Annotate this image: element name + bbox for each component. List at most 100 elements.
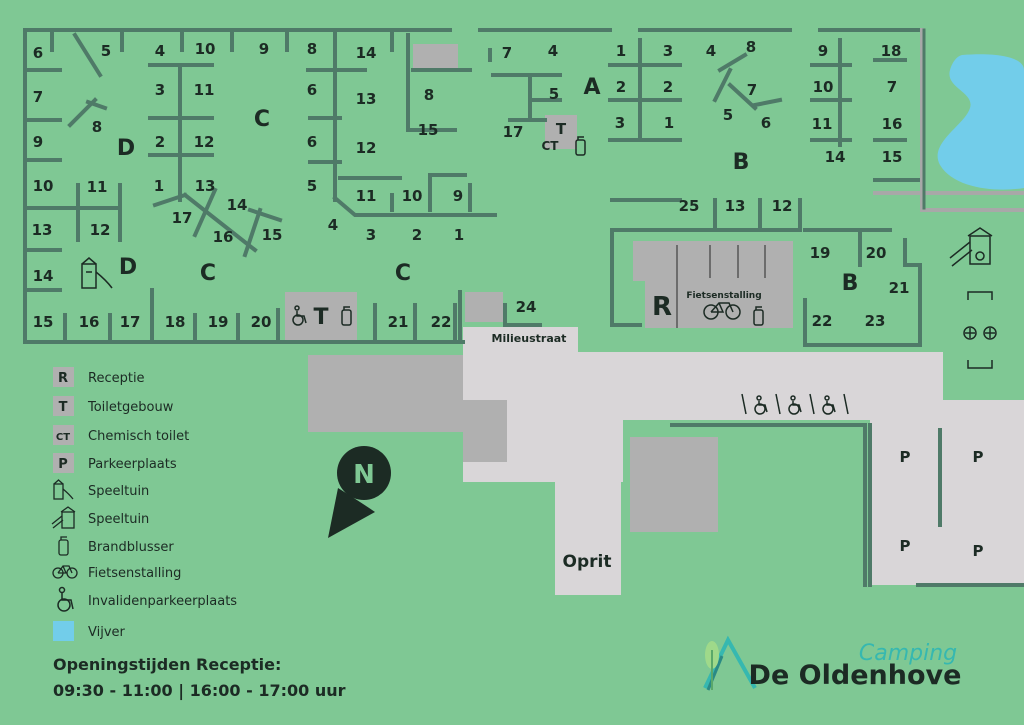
legend-label: Chemisch toilet: [88, 429, 189, 444]
legend: R Receptie T Toiletgebouw CT Chemisch to…: [51, 367, 237, 641]
legend-item-fietsenstalling: Fietsenstalling: [52, 565, 181, 581]
toilet-building-north: [545, 115, 577, 149]
plot-number: 6: [307, 133, 317, 151]
parking-badge: [53, 453, 74, 473]
plot-number: 9: [33, 133, 43, 151]
legend-item-receptie: R Receptie: [53, 367, 145, 387]
brand-camping-text: Camping: [859, 641, 957, 666]
bicycle-icon: [703, 302, 741, 320]
brand-name-text: De Oldenhove: [749, 660, 962, 691]
plot-number: 4: [548, 42, 558, 60]
parking-lot: [870, 420, 1024, 585]
building-24: [465, 292, 503, 322]
pond-shape: [937, 54, 1024, 190]
plot-number: 2: [155, 133, 165, 151]
bike-rack-bottom-icon: [967, 360, 993, 369]
plot-number: 21: [388, 313, 409, 331]
fietsenstalling-label: Fietsenstalling: [686, 291, 761, 301]
plot-number: 13: [32, 221, 53, 239]
building-badge: R: [652, 292, 672, 322]
disabled-parking-icons: [741, 393, 849, 415]
pond: [937, 54, 1024, 190]
legend-item-invalidenparkeerplaats: Invalidenparkeerplaats: [57, 586, 237, 612]
chemical-toilet-badge-text: CT: [56, 432, 70, 443]
zone-label: C: [395, 261, 411, 286]
plot-number: 16: [882, 115, 903, 133]
plot-number: 8: [424, 86, 434, 104]
plot-number: 9: [818, 42, 828, 60]
plot-number: 5: [101, 42, 111, 60]
plot-number: 1: [154, 177, 164, 195]
building-road-west: [308, 355, 463, 432]
parking-badge-text: P: [58, 457, 68, 472]
building-center: [630, 437, 718, 532]
plot-number: 5: [307, 177, 317, 195]
brand-logo: Camping De Oldenhove: [703, 635, 962, 691]
plot-number: 11: [87, 178, 108, 196]
plot-number: 12: [356, 139, 377, 157]
plot-number: 5: [723, 106, 733, 124]
facility-icons: [81, 136, 997, 415]
legend-item-parkeerplaats: P Parkeerplaats: [53, 453, 177, 473]
legend-label: Speeltuin: [88, 484, 149, 499]
plot-number: 19: [208, 313, 229, 331]
legend-label: Receptie: [88, 371, 145, 386]
plot-number: 13: [725, 197, 746, 215]
parking-label: P: [973, 448, 984, 466]
plot-number: 18: [165, 313, 186, 331]
legend-item-toiletgebouw: T Toiletgebouw: [53, 396, 174, 416]
plot-number: 3: [155, 81, 165, 99]
plot-number: 5: [549, 85, 559, 103]
plot-number: 8: [307, 40, 317, 58]
plot-number: 20: [251, 313, 272, 331]
plot-number: 2: [616, 78, 626, 96]
plot-number: 3: [663, 42, 673, 60]
plot-number: 14: [356, 44, 377, 62]
plot-number: 1: [454, 226, 464, 244]
playground-tower-icon: [949, 227, 993, 267]
fire-extinguisher-icon: [58, 536, 69, 556]
plot-number: 24: [516, 298, 537, 316]
buildings: [285, 44, 793, 532]
plot-number: 12: [90, 221, 111, 239]
plot-number: 14: [33, 267, 54, 285]
plot-number: 11: [812, 115, 833, 133]
receptie-badge-text: R: [58, 371, 68, 386]
plot-number: 8: [92, 118, 102, 136]
plot-number: 10: [402, 187, 423, 205]
legend-item-brandblusser: Brandblusser: [58, 536, 174, 556]
wheelchair-icon: [57, 586, 74, 612]
plot-number: 12: [772, 197, 793, 215]
playground-tower-icon: [51, 506, 76, 529]
legend-label: Invalidenparkeerplaats: [88, 594, 237, 609]
wheelchair-icon: [292, 305, 307, 326]
fire-extinguisher-icon: [753, 306, 764, 326]
zone-label: D: [119, 255, 137, 280]
plot-number: 1: [664, 114, 674, 132]
compass-north-marker: N: [328, 446, 391, 538]
legend-label: Toiletgebouw: [87, 400, 174, 415]
main-road: [463, 352, 943, 420]
plot-number: 23: [865, 312, 886, 330]
plot-number: 9: [259, 40, 269, 58]
plot-number: 12: [194, 133, 215, 151]
plot-number: 8: [746, 38, 756, 56]
roads: [463, 327, 1024, 595]
building-badge: T: [556, 120, 567, 138]
plot-number: 17: [120, 313, 141, 331]
fietsenstalling-building: [633, 241, 793, 281]
toilet-badge-text: T: [59, 400, 68, 415]
bicycle-icon: [52, 565, 78, 579]
plot-number: 7: [887, 78, 897, 96]
opening-hours-times: 09:30 - 11:00 | 16:00 - 17:00 uur: [53, 681, 346, 701]
plot-number: 15: [418, 121, 439, 139]
compass-circle: [337, 446, 391, 500]
plot-number: 13: [356, 90, 377, 108]
legend-label: Fietsenstalling: [88, 566, 181, 581]
legend-item-speeltuin-2: Speeltuin: [51, 506, 149, 529]
plot-number: 15: [882, 148, 903, 166]
plot-number: 15: [33, 313, 54, 331]
plot-number: 4: [706, 42, 716, 60]
zone-label: A: [583, 75, 600, 100]
